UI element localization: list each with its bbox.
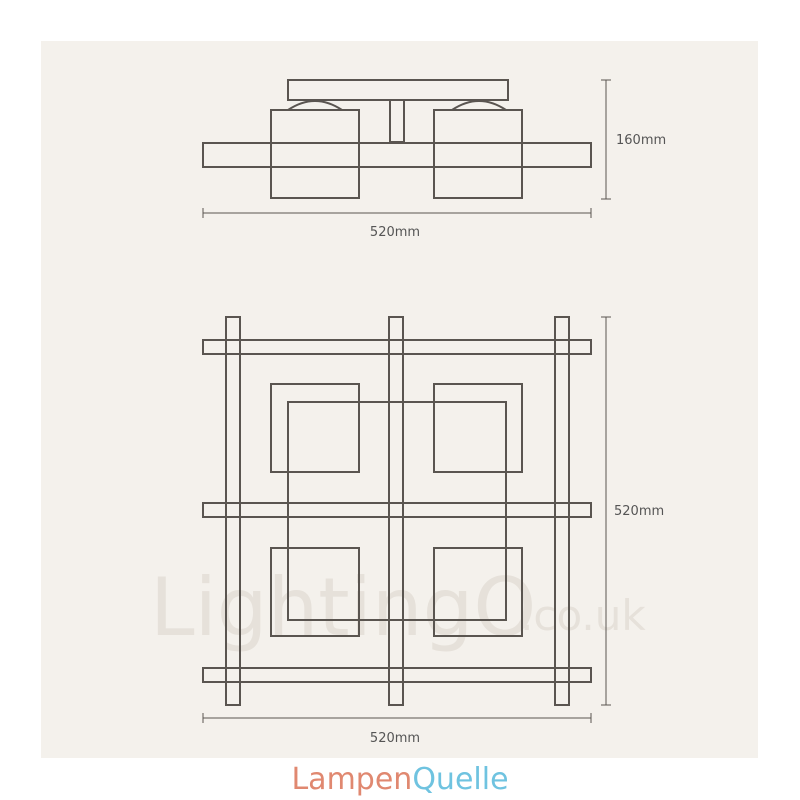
brand-logo: LampenQuelle bbox=[0, 760, 800, 800]
right-dome bbox=[451, 100, 507, 111]
watermark-suffix: .co.uk bbox=[520, 591, 646, 640]
top-dimensions bbox=[202, 316, 611, 723]
vertical-bar-right bbox=[554, 316, 570, 706]
horizontal-bar-top bbox=[202, 339, 592, 355]
brand-logo-part2: Quelle bbox=[412, 762, 509, 797]
side-view bbox=[202, 79, 592, 199]
top-depth-label: 520mm bbox=[614, 504, 664, 519]
watermark: LightingO .co.uk bbox=[150, 561, 646, 654]
shade-bottom-left bbox=[270, 547, 360, 637]
drawing-panel bbox=[41, 41, 758, 758]
horizontal-bar-middle bbox=[202, 502, 592, 518]
shade-top-right bbox=[433, 383, 523, 473]
top-view bbox=[202, 316, 592, 706]
horizontal-bar-bottom bbox=[202, 667, 592, 683]
base-plate bbox=[287, 401, 507, 621]
shade-bottom-right bbox=[433, 547, 523, 637]
top-width-label: 520mm bbox=[370, 731, 420, 746]
side-bar bbox=[202, 142, 592, 168]
side-height-label: 160mm bbox=[616, 133, 666, 148]
ceiling-plate bbox=[287, 79, 509, 101]
left-dome bbox=[287, 100, 343, 111]
side-right-shade bbox=[433, 109, 523, 199]
shade-top-left bbox=[270, 383, 360, 473]
side-left-shade bbox=[270, 109, 360, 199]
side-dimensions bbox=[202, 79, 611, 218]
brand-logo-part1: Lampen bbox=[291, 762, 413, 797]
vertical-bar-center bbox=[388, 316, 404, 706]
watermark-main: LightingO bbox=[150, 561, 536, 654]
vertical-bar-left bbox=[225, 316, 241, 706]
center-stem bbox=[389, 99, 405, 143]
side-width-label: 520mm bbox=[370, 225, 420, 240]
